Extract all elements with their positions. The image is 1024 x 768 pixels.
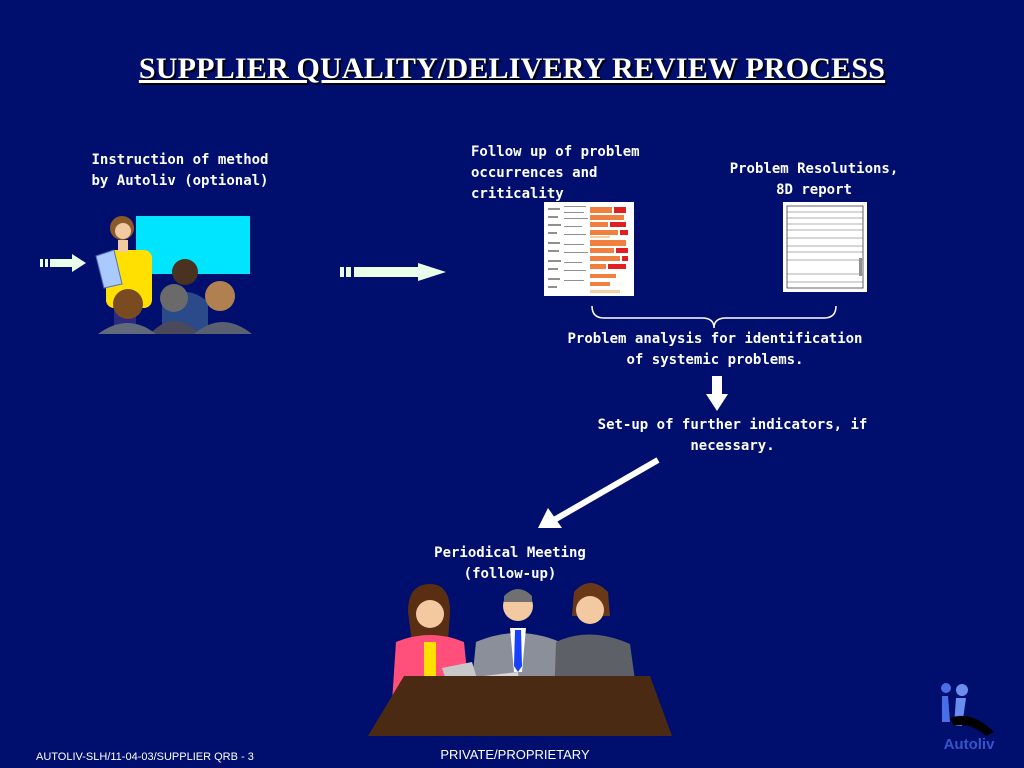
analysis-label-line1: Problem analysis for identification bbox=[567, 331, 863, 347]
instruction-label: Instruction of method by Autoliv (option… bbox=[60, 150, 300, 192]
followup-spreadsheet-icon bbox=[544, 202, 634, 296]
setup-label-line1: Set-up of further indicators, if bbox=[597, 417, 868, 433]
meeting-label: Periodical Meeting (follow-up) bbox=[410, 543, 610, 585]
resolutions-label-line1: Problem Resolutions, bbox=[729, 161, 899, 177]
meeting-illustration-icon bbox=[368, 583, 672, 736]
autoliv-logo-text: Autoliv bbox=[943, 736, 995, 753]
page-title: SUPPLIER QUALITY/DELIVERY REVIEW PROCESS bbox=[138, 52, 886, 85]
input-arrow-icon bbox=[40, 254, 86, 272]
meeting-label-line2: (follow-up) bbox=[463, 566, 557, 582]
footer-document-code: AUTOLIV-SLH/11-04-03/SUPPLIER QRB - 3 bbox=[36, 751, 254, 763]
followup-label: Follow up of problem occurrences and cri… bbox=[471, 142, 671, 205]
autoliv-logo-icon bbox=[941, 683, 994, 736]
8d-report-icon bbox=[783, 202, 867, 292]
setup-label-line2: necessary. bbox=[690, 438, 775, 454]
instruction-label-line2: by Autoliv (optional) bbox=[91, 173, 269, 189]
followup-label-line2: occurrences and bbox=[471, 165, 598, 181]
grouping-brace-icon bbox=[591, 305, 837, 329]
footer-classification: PRIVATE/PROPRIETARY bbox=[440, 747, 590, 762]
resolutions-label-line2: 8D report bbox=[776, 182, 852, 198]
instruction-label-line1: Instruction of method bbox=[91, 152, 269, 168]
meeting-label-line1: Periodical Meeting bbox=[434, 545, 586, 561]
analysis-label-line2: of systemic problems. bbox=[626, 352, 804, 368]
diagonal-arrow-icon bbox=[538, 457, 660, 528]
flow-arrow-icon bbox=[340, 263, 446, 281]
analysis-label: Problem analysis for identification of s… bbox=[555, 329, 875, 371]
setup-label: Set-up of further indicators, if necessa… bbox=[585, 415, 880, 457]
presenter-illustration-icon bbox=[95, 216, 252, 334]
followup-label-line3: criticality bbox=[471, 186, 564, 202]
resolutions-label: Problem Resolutions, 8D report bbox=[714, 159, 914, 201]
followup-label-line1: Follow up of problem bbox=[471, 144, 640, 160]
down-arrow-icon bbox=[706, 376, 728, 411]
